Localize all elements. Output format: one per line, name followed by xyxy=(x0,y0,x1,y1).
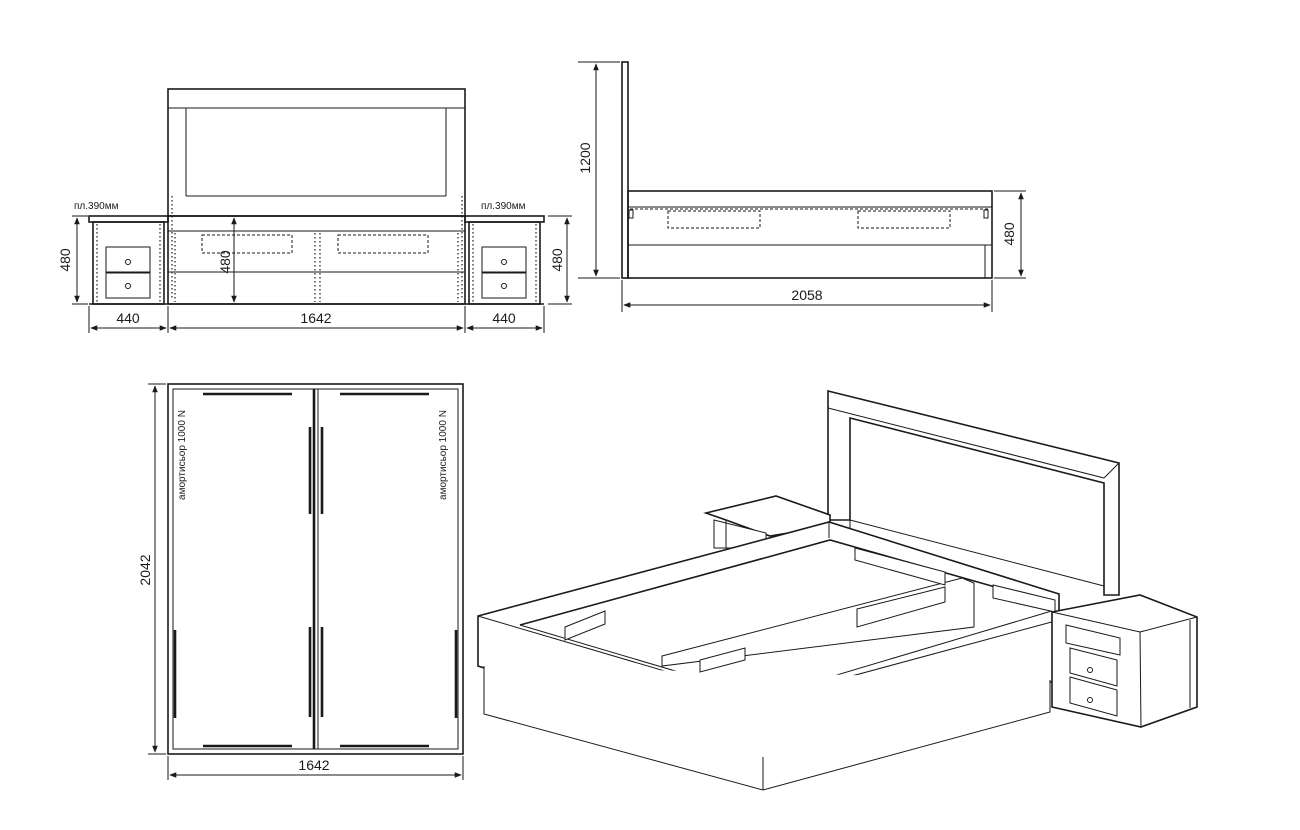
headboard-height-label: 1200 xyxy=(577,142,593,173)
nightstand-left-depth-label: пл.390мм xyxy=(74,201,119,212)
width-left-label: 440 xyxy=(116,310,140,326)
width-right-label: 440 xyxy=(492,310,516,326)
side-view: 1200 480 2058 xyxy=(577,61,1026,312)
front-view: пл.390мм пл.390мм 480 480 480 440 1642 4… xyxy=(57,88,572,333)
height-right-label: 480 xyxy=(549,248,565,272)
bed-height-label: 480 xyxy=(1001,222,1017,246)
top-length-label: 2042 xyxy=(137,554,153,585)
strut-label-left: амортисьор 1000 N xyxy=(177,410,188,500)
nightstand-right-depth-label: пл.390мм xyxy=(481,201,526,212)
height-left-label: 480 xyxy=(57,248,73,272)
strut-label-right: амортисьор 1000 N xyxy=(438,410,449,500)
height-center-label: 480 xyxy=(217,250,233,274)
top-view: 2042 1642 амортисьор 1000 N амортисьор 1… xyxy=(137,383,464,780)
width-center-label: 1642 xyxy=(300,310,331,326)
top-width-label: 1642 xyxy=(298,757,329,773)
bed-length-label: 2058 xyxy=(791,287,822,303)
isometric-view xyxy=(477,389,1198,791)
